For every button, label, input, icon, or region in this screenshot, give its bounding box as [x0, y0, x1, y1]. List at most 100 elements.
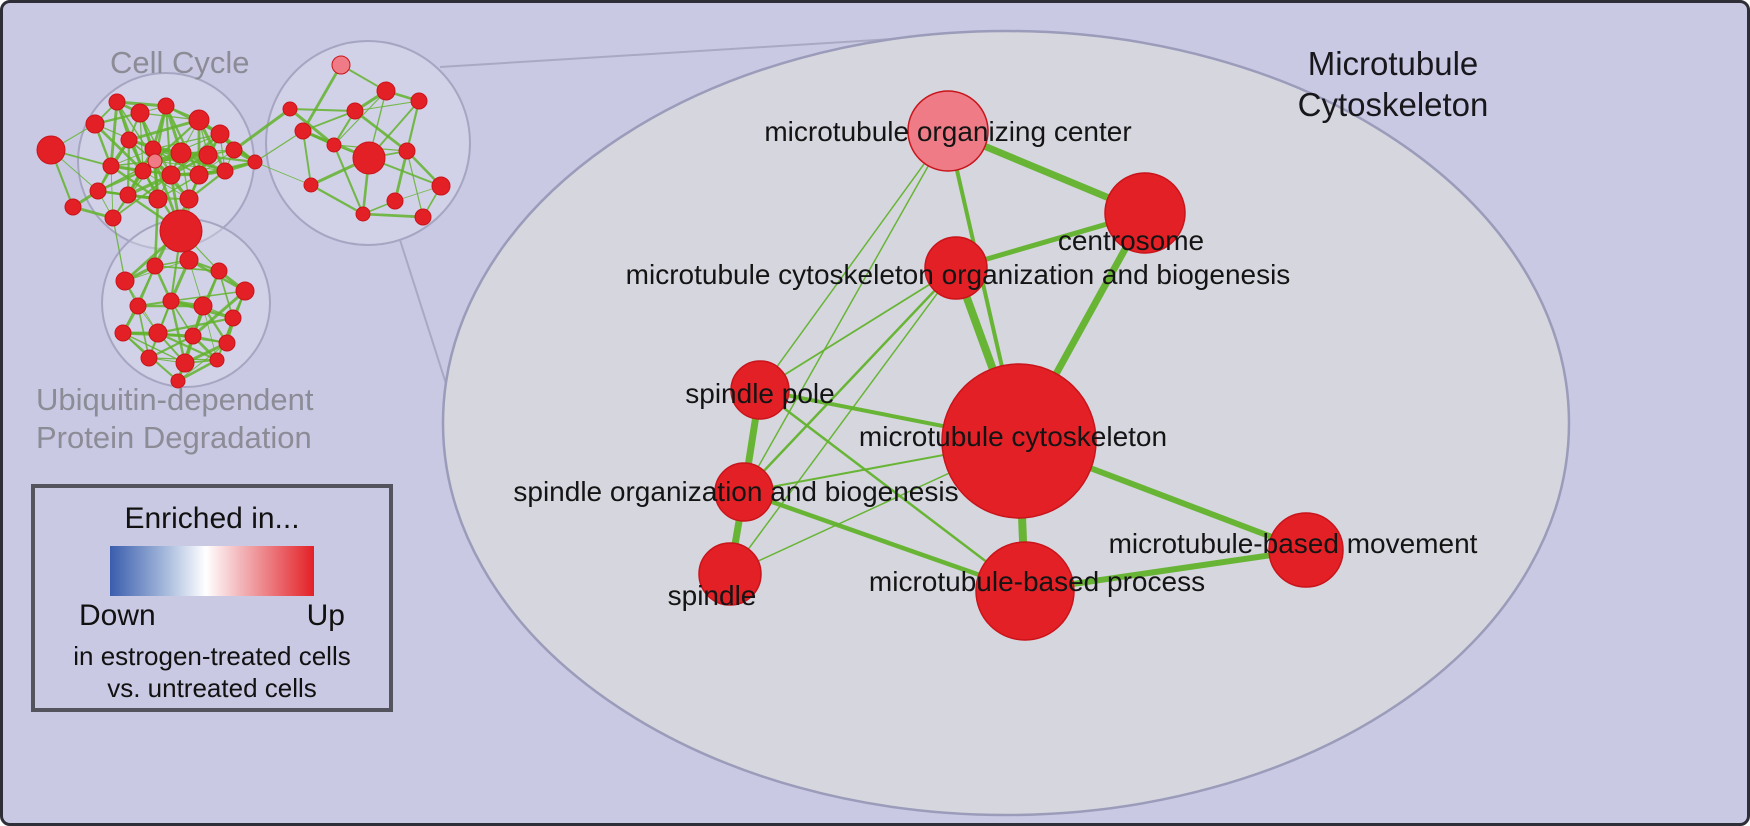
- node-label-mcob: microtubule cytoskeleton organization an…: [626, 259, 1291, 290]
- overview-node: [119, 186, 137, 204]
- edge-moc-sob: [743, 130, 949, 493]
- legend: Enriched in... Down Up in estrogen-treat…: [31, 484, 393, 712]
- overview-node: [209, 352, 225, 368]
- overview-node: [64, 198, 82, 216]
- overview-node: [148, 323, 168, 343]
- node-sob: [714, 462, 774, 522]
- legend-up-label: Up: [306, 599, 345, 632]
- overview-node: [146, 257, 164, 275]
- node-label-spindle_pole: spindle pole: [685, 378, 834, 409]
- overview-node: [218, 334, 236, 352]
- overview-node: [184, 327, 202, 345]
- legend-down-label: Down: [79, 599, 156, 632]
- overview-node: [170, 142, 192, 164]
- overview-edge: [233, 107, 291, 152]
- overview-node: [331, 55, 351, 75]
- overview-node: [303, 177, 319, 193]
- overview-node: [198, 145, 218, 165]
- edge-mcob-spindle: [729, 267, 957, 575]
- overview-node: [108, 93, 126, 111]
- edge-mcob-sob: [743, 267, 957, 493]
- overview-node: [346, 102, 364, 120]
- overview-edge: [310, 183, 364, 216]
- overview-edge: [180, 151, 256, 164]
- overview-node: [216, 162, 234, 180]
- overview-node: [104, 209, 122, 227]
- overview-node: [431, 176, 451, 196]
- overview-node: [326, 137, 342, 153]
- legend-axis-labels: Down Up: [79, 599, 345, 633]
- cluster-label-microtubule-line2: Cytoskeleton: [1297, 86, 1489, 123]
- overview-node: [134, 162, 152, 180]
- node-label-mc: microtubule cytoskeleton: [859, 421, 1167, 452]
- legend-title: Enriched in...: [124, 502, 300, 535]
- cluster-label-ubiquitin-line2: Protein Degradation: [36, 420, 312, 455]
- overview-edge: [109, 101, 119, 167]
- overview-edge: [128, 118, 200, 142]
- overview-node: [120, 131, 138, 149]
- overview-node: [175, 353, 195, 373]
- overview-node: [189, 165, 209, 185]
- overview-node: [129, 297, 147, 315]
- node-mcob: [924, 236, 988, 300]
- overview-node: [294, 122, 312, 140]
- overview-node: [225, 141, 243, 159]
- overview-node: [355, 206, 371, 222]
- overview-node: [410, 92, 428, 110]
- overview-node: [179, 250, 199, 270]
- overview-node: [161, 165, 181, 185]
- overview-node: [224, 309, 242, 327]
- overview-node: [89, 182, 107, 200]
- node-label-spindle: spindle: [668, 580, 757, 611]
- overview-node: [85, 114, 105, 134]
- node-label-mbm: microtubule-based movement: [1109, 528, 1478, 559]
- overview-edge: [393, 150, 409, 202]
- overview-edge: [169, 300, 187, 364]
- overview-edge: [254, 130, 304, 163]
- overview-edge: [333, 144, 364, 215]
- overview-node: [210, 262, 228, 280]
- overview-node: [193, 296, 213, 316]
- node-label-moc: microtubule organizing center: [764, 116, 1131, 147]
- overview-edge: [354, 109, 408, 153]
- overview-edge: [289, 108, 356, 112]
- overview-node: [188, 109, 210, 131]
- overview-edge: [157, 316, 234, 335]
- node-centrosome: [1104, 172, 1186, 254]
- overview-edge: [122, 332, 186, 364]
- overview-node: [162, 292, 180, 310]
- overview-node: [115, 271, 135, 291]
- overview-edge: [254, 161, 312, 186]
- node-spindle: [698, 542, 762, 606]
- overview-edge: [139, 112, 144, 172]
- overview-node: [398, 142, 416, 160]
- overview-node: [147, 153, 163, 169]
- overview-edge: [333, 90, 387, 146]
- node-mbm: [1268, 512, 1344, 588]
- overview-node: [376, 81, 396, 101]
- network-canvas: microtubule organizing centercentrosomem…: [36, 29, 1571, 817]
- overview-node: [235, 281, 255, 301]
- node-mc: [941, 363, 1097, 519]
- overview-edge: [152, 133, 221, 150]
- overview-edge: [154, 160, 226, 172]
- overview-node: [352, 141, 386, 175]
- node-spindle_pole: [730, 360, 790, 420]
- overview-node: [159, 209, 203, 253]
- node-label-mbp: microtubule-based process: [869, 566, 1205, 597]
- overview-node: [114, 324, 132, 342]
- edge-spindle_pole-mbp: [759, 389, 1026, 592]
- cluster-label-cell-cycle: Cell Cycle: [110, 45, 250, 80]
- overview-edge: [302, 130, 312, 186]
- overview-node: [282, 101, 298, 117]
- overview-edge: [289, 107, 335, 147]
- overview-node: [210, 124, 230, 144]
- legend-subtitle-line2: vs. untreated cells: [107, 673, 317, 703]
- overview-node: [157, 97, 175, 115]
- cluster-label-microtubule-line1: Microtubule: [1307, 45, 1479, 82]
- overview-node: [148, 189, 168, 209]
- overview-node: [414, 208, 432, 226]
- legend-gradient-bar: [110, 546, 314, 596]
- overview-edge: [170, 290, 246, 302]
